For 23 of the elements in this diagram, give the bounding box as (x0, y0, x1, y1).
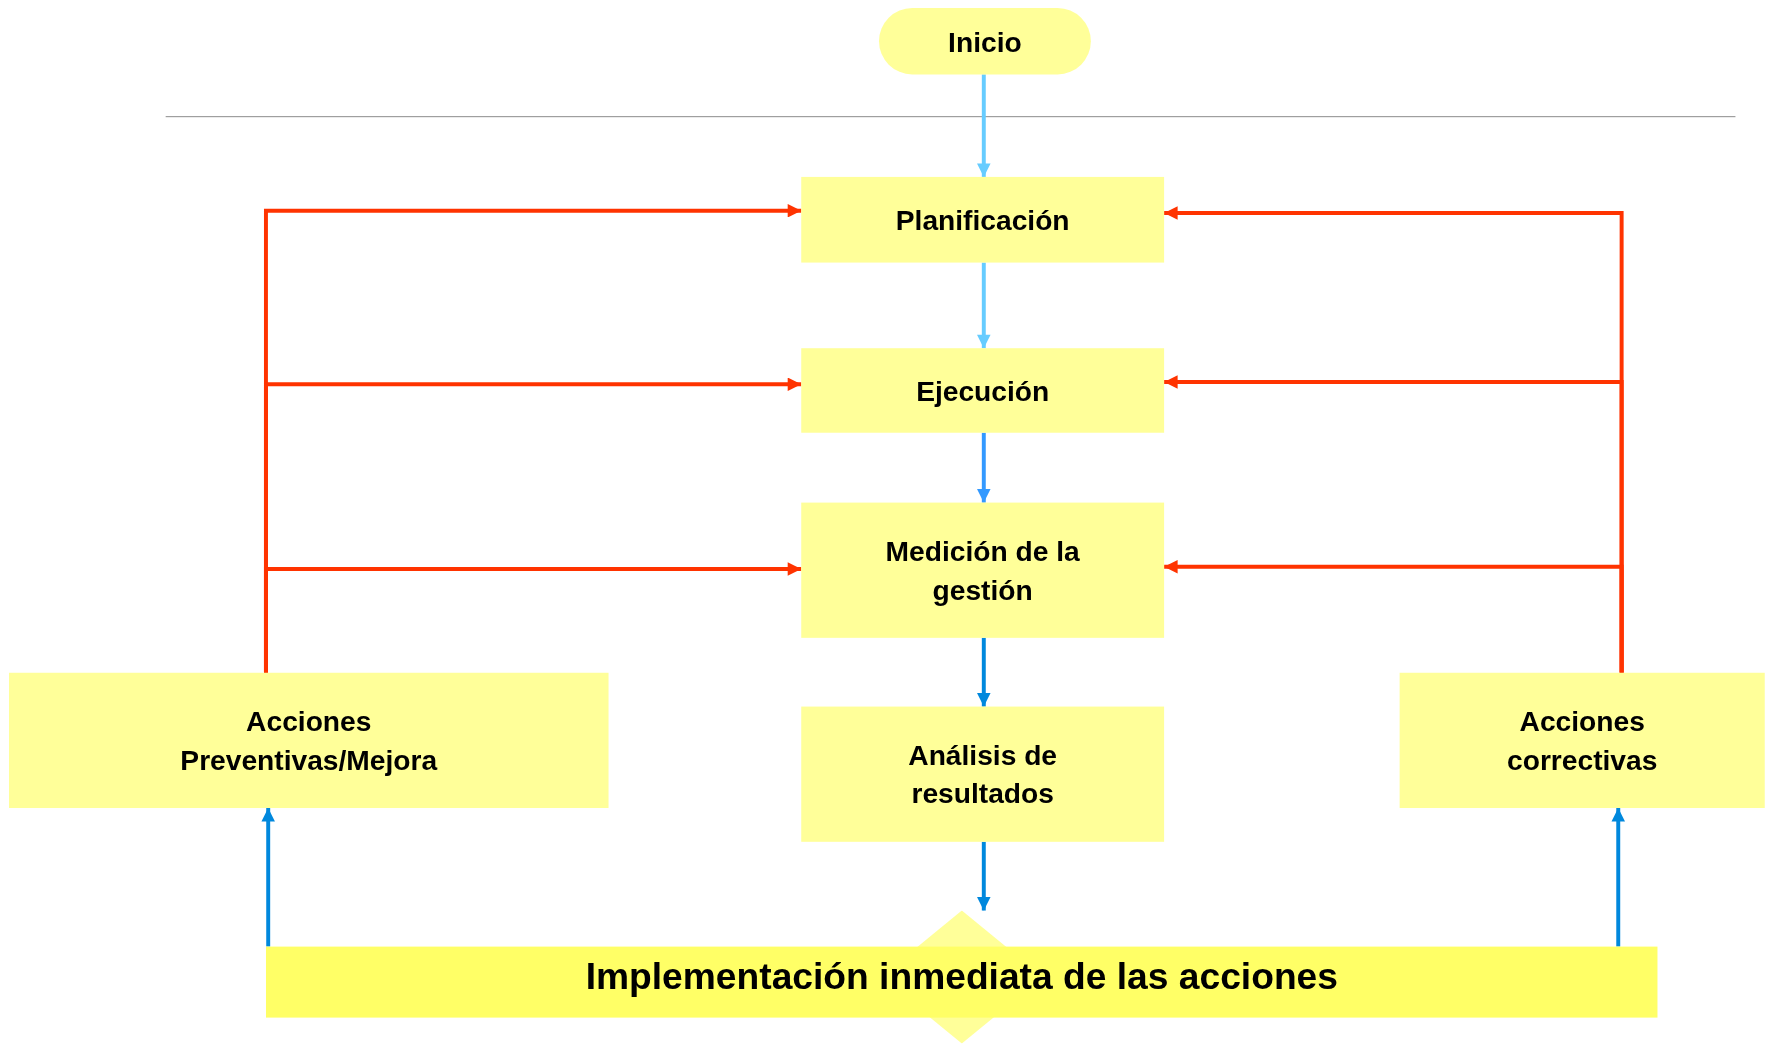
process-box (801, 176, 1165, 263)
arrow (977, 74, 991, 177)
process-bar (265, 910, 1658, 1044)
arrow (977, 841, 991, 911)
node-text: Acciones correctivas (1506, 704, 1659, 778)
process-box (9, 672, 609, 808)
node-text: Implementación inmediata de las acciones (585, 957, 1338, 997)
node-text: Ejecución (916, 373, 1050, 409)
process-box (801, 348, 1165, 433)
process-box (801, 706, 1165, 842)
node-text: Análisis de resultados (907, 738, 1059, 812)
node-text: Planificación (895, 202, 1070, 238)
arrow (1164, 560, 1624, 673)
arrow (1611, 808, 1625, 947)
node-text: Inicio (948, 24, 1022, 59)
arrow (261, 808, 275, 947)
node-text: Medición de la gestión (884, 534, 1081, 608)
process-box (1399, 672, 1765, 808)
process-box (801, 502, 1165, 638)
arrow (977, 637, 991, 707)
arrow (977, 432, 991, 503)
arrow (977, 262, 991, 349)
node-text: Acciones Preventivas/Mejora (179, 704, 439, 778)
